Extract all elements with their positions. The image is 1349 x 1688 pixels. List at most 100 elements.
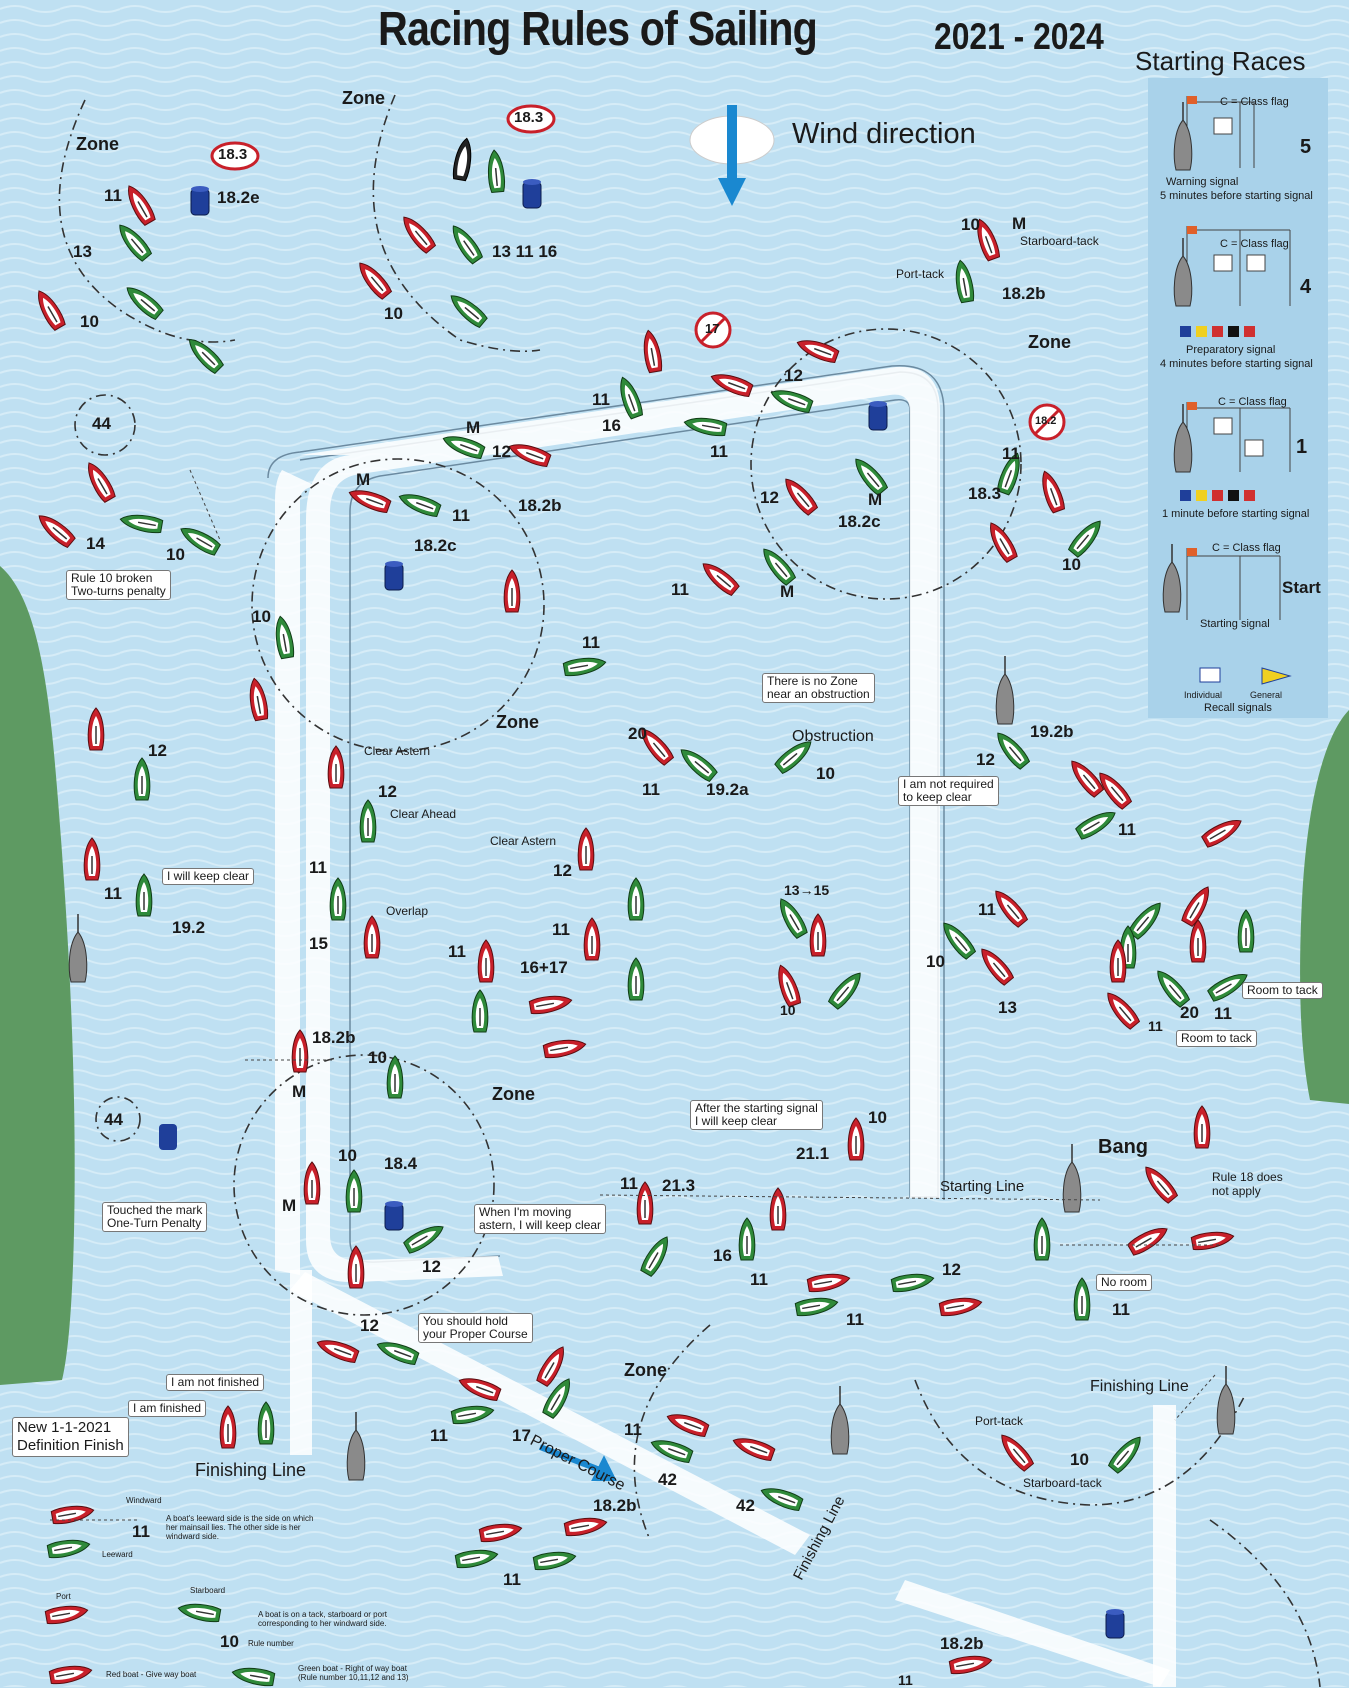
start-signal-flag	[1162, 543, 1281, 620]
rule-ref: 11	[104, 884, 122, 903]
touched-mark-box: Touched the mark One-Turn Penalty	[102, 1202, 208, 1232]
clear-astern-label: Clear Astern	[364, 744, 431, 758]
rule-ref: M	[1012, 214, 1027, 233]
rule-ref: 18.2c	[414, 536, 457, 555]
warning-signal-flag	[1173, 96, 1255, 171]
rule-ref: 11	[1112, 1300, 1130, 1319]
rule-badge-17	[694, 311, 732, 349]
mark-buoy	[522, 178, 542, 209]
legend-tack-text: A boat is on a tack, starboard or port c…	[258, 1610, 387, 1628]
obstruction-label: Obstruction	[792, 728, 874, 745]
finishing-line-label: Finishing Line	[195, 1460, 307, 1480]
class-flag-label: C = Class flag	[1220, 96, 1289, 108]
rule-ref: 11	[898, 1672, 913, 1688]
rule-ref: 11	[671, 580, 689, 599]
rule-ref: 12	[422, 1257, 441, 1276]
rule-ref: 11	[582, 633, 600, 652]
zone-label: Zone	[1028, 332, 1071, 352]
start-label: Start	[1282, 578, 1321, 597]
rule-ref: M	[282, 1196, 297, 1215]
rule-ref: 11	[1148, 1018, 1163, 1034]
starting-signal-text: Starting signal	[1200, 618, 1270, 630]
rule-ref: 11	[309, 858, 327, 877]
rule-ref: 18.2b	[518, 496, 562, 515]
rule-ref: 11	[592, 390, 610, 409]
rule-ref: 10	[166, 545, 185, 564]
zone-label: Zone	[496, 712, 539, 732]
rule-ref: 18.2b	[940, 1634, 984, 1653]
finishing-line-label: Finishing Line	[1090, 1378, 1189, 1395]
rule-ref: 12	[784, 366, 803, 385]
rule-ref: 12	[148, 741, 167, 760]
rule-ref: 13→15	[784, 882, 830, 898]
legend-rule-ref: 10	[220, 1632, 239, 1651]
will-keep-clear-box: I will keep clear	[162, 868, 255, 885]
rule-ref: 42	[658, 1470, 677, 1489]
rule-ref: 11	[430, 1426, 448, 1445]
room-to-tack-box: Room to tack	[1242, 982, 1323, 999]
recall-flags	[1199, 667, 1292, 685]
rule-ref: 11	[448, 942, 466, 961]
recall-general: General	[1250, 690, 1283, 700]
rule-ref: 13 11 16	[492, 242, 558, 261]
rule-ref: 10	[1070, 1450, 1089, 1469]
rule-ref: 11	[978, 900, 996, 919]
starting-races-title: Starting Races	[1135, 46, 1306, 76]
rule-ref: 10	[868, 1108, 887, 1127]
starboard-tack-label: Starboard-tack	[1023, 1476, 1102, 1490]
clear-ahead-label: Clear Ahead	[390, 807, 457, 821]
legend-green-boat: Green boat - Right of way boat (Rule num…	[298, 1664, 409, 1682]
rule-badge-text: 18.3	[514, 109, 544, 126]
rule-ref: 10	[961, 215, 980, 234]
zone-label: Zone	[624, 1360, 667, 1380]
preparatory-signal-text: Preparatory signal	[1186, 344, 1276, 356]
rule-ref: 17	[512, 1426, 531, 1445]
rule-ref: M	[292, 1082, 307, 1101]
page-title: Racing Rules of Sailing	[378, 3, 818, 56]
rule-ref: M	[780, 582, 795, 601]
rule-ref: 18.2b	[593, 1496, 637, 1515]
no-room-box: No room	[1096, 1274, 1153, 1291]
rule-ref: 12	[360, 1316, 379, 1335]
rule-ref: 18.2b	[1002, 284, 1046, 303]
rule-ref: 13	[998, 998, 1017, 1017]
rule-ref: 11	[620, 1174, 638, 1193]
zone-label: Zone	[342, 88, 385, 108]
proper-course-hold-box: You should hold your Proper Course	[418, 1313, 533, 1343]
rule-ref: 13	[73, 242, 92, 261]
rule-ref: 12	[378, 782, 397, 801]
rule-ref: 18.2e	[217, 188, 260, 207]
rule-ref: 11	[104, 186, 122, 205]
rule-ref: 20	[1180, 1003, 1199, 1022]
one-minute-minutes: 1	[1296, 436, 1308, 458]
rule-badge-18-3-b	[506, 104, 556, 134]
rule-ref: 11	[710, 442, 728, 461]
preparatory-minutes: 4	[1300, 276, 1312, 298]
rule-ref: 11	[846, 1310, 864, 1329]
room-to-tack-box: Room to tack	[1176, 1030, 1257, 1047]
legend-rule-ref: 11	[132, 1522, 150, 1541]
class-flag-label: C = Class flag	[1218, 396, 1287, 408]
rule-badge-text: 18.3	[218, 146, 248, 163]
rule-ref: 21.3	[662, 1176, 696, 1195]
wind-arrow-icon	[689, 105, 775, 206]
starting-line-label: Starting Line	[940, 1178, 1025, 1195]
rule-ref: 16	[713, 1246, 732, 1265]
bang-label: Bang	[1098, 1136, 1148, 1158]
not-finished-box: I am not finished	[166, 1374, 265, 1391]
rule-ref: 19.2	[172, 918, 206, 937]
warning-minutes: 5	[1300, 136, 1312, 158]
rule-ref: M	[466, 418, 481, 437]
rule-ref: 11	[552, 920, 570, 939]
legend-red-boat: Red boat - Give way boat	[106, 1670, 197, 1679]
finished-box: I am finished	[128, 1400, 207, 1417]
rule-badge-text: 18.2	[1035, 415, 1057, 427]
class-flag-label: C = Class flag	[1220, 238, 1289, 250]
rule-ref: M	[868, 490, 883, 509]
rule-ref: 10	[926, 952, 945, 971]
mark-buoy	[190, 185, 210, 216]
touched-mark-buoy	[159, 1124, 177, 1150]
astern-box: When I'm moving astern, I will keep clea…	[474, 1204, 607, 1234]
rule-ref: 11	[624, 1420, 642, 1439]
